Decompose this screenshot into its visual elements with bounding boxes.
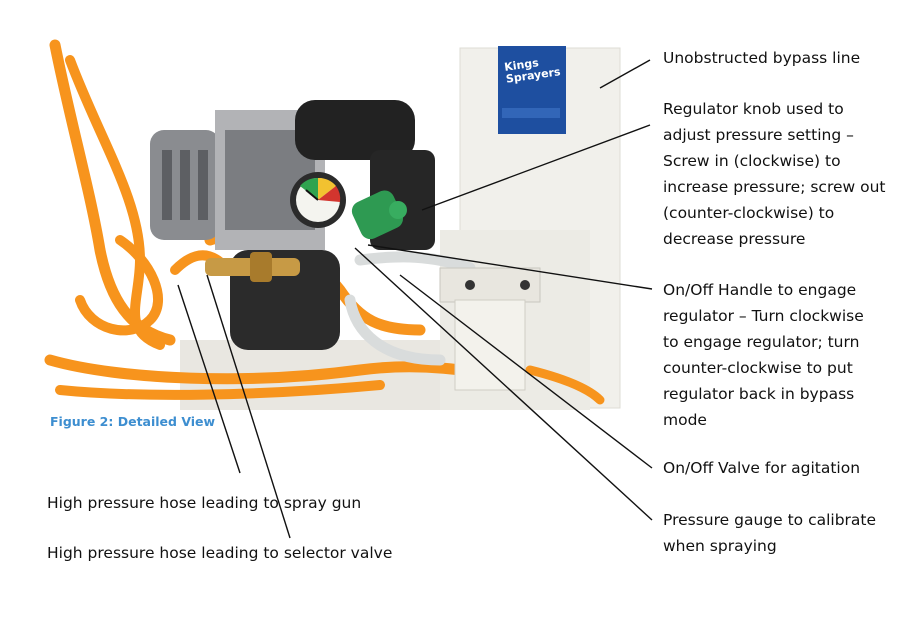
leader-regulator-knob [421,124,651,211]
callout-line: counter-clockwise to put [663,359,853,377]
callout-bypass-line: Unobstructed bypass line [663,45,860,71]
callout-line: increase pressure; screw out [663,178,886,196]
regulator-knob [351,190,407,240]
brass-fitting [205,252,300,282]
callout-line: adjust pressure setting – [663,126,854,144]
callout-line: regulator back in bypass [663,385,855,403]
callout-regulator-knob: Regulator knob used to adjust pressure s… [663,96,886,252]
filter-housing [439,267,541,391]
clear-hoses [344,251,476,366]
callout-agitation-valve: On/Off Valve for agitation [663,455,860,481]
leader-hose-spray-gun [177,284,241,474]
callout-line: mode [663,411,707,429]
leader-hose-selector [206,274,291,539]
figure-caption: Figure 2: Detailed View [50,414,216,429]
callout-onoff-handle: On/Off Handle to engage regulator – Turn… [663,277,864,433]
leader-lines [177,59,653,539]
pressure-gauge [290,172,346,228]
callout-line: decrease pressure [663,230,806,248]
callout-line: High pressure hose leading to spray gun [47,494,362,512]
callout-line: Pressure gauge to calibrate [663,511,877,529]
kings-sprayers-logo [498,46,566,134]
leader-pressure-gauge [354,247,653,521]
callout-line: On/Off Handle to engage [663,281,857,299]
leader-onoff-handle [367,244,653,290]
leader-bypass-line [599,59,651,89]
leader-agitation-valve [399,274,653,469]
callout-hose-spray-gun: High pressure hose leading to spray gun [47,490,361,516]
callout-line: On/Off Valve for agitation [663,459,861,477]
callout-pressure-gauge: Pressure gauge to calibrate when sprayin… [663,507,876,559]
callout-line: to engage regulator; turn [663,333,860,351]
callout-line: Regulator knob used to [663,100,844,118]
callout-line: High pressure hose leading to selector v… [47,544,393,562]
callout-line: Unobstructed bypass line [663,49,861,67]
callout-hose-selector: High pressure hose leading to selector v… [47,540,392,566]
callout-line: Screw in (clockwise) to [663,152,841,170]
callout-line: (counter-clockwise) to [663,204,835,222]
callout-line: regulator – Turn clockwise [663,307,864,325]
callout-line: when spraying [663,537,777,555]
